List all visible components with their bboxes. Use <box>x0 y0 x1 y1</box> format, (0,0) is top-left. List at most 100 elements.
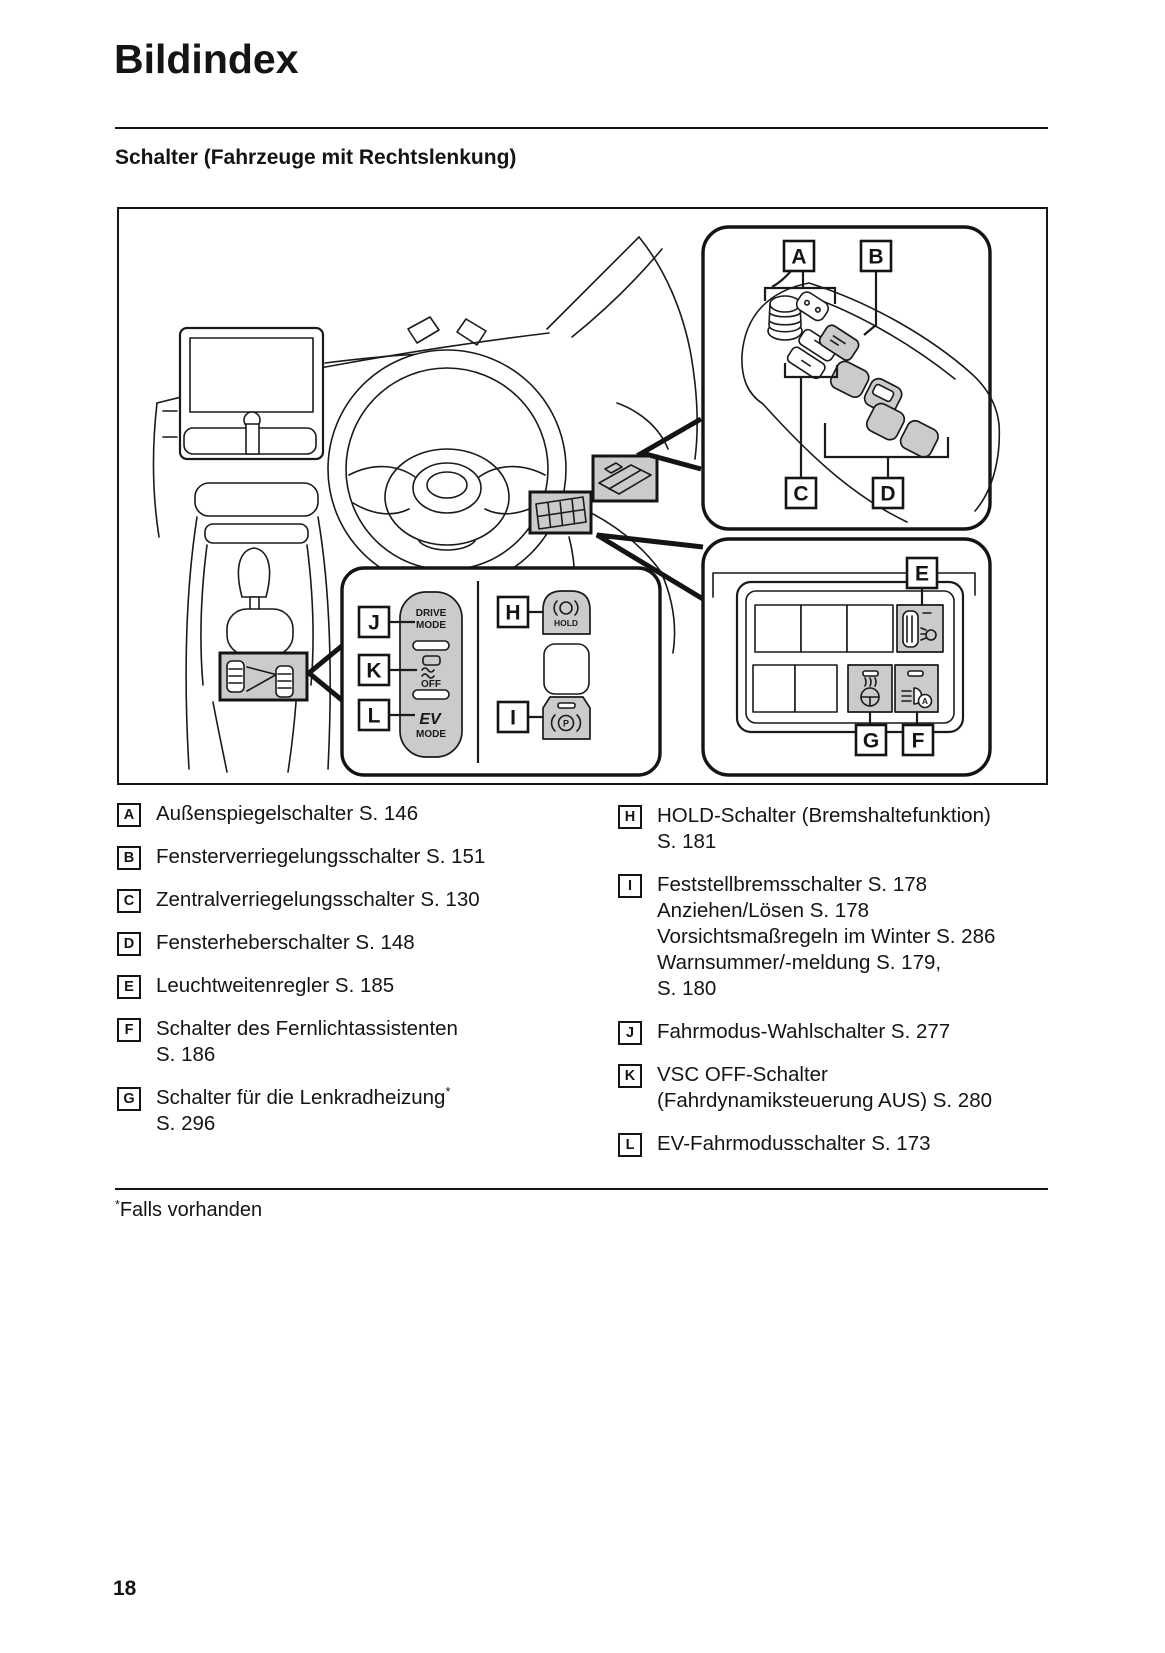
footnote: *Falls vorhanden <box>115 1198 262 1222</box>
arrow-to-door-highlight <box>635 416 703 472</box>
dash-switch-highlight <box>528 490 593 535</box>
callout-a: A <box>782 239 816 273</box>
legend-text: EV-Fahrmodusschalter S. 173 <box>657 1131 1053 1157</box>
window-lock-switch <box>818 324 860 361</box>
heat-waves-icon <box>864 677 877 687</box>
callout-k: K <box>357 653 391 687</box>
hold-button: HOLD <box>542 590 591 635</box>
drive-mode-button: DRIVE MODE <box>416 608 447 631</box>
ev-mode-button: EV MODE <box>416 711 446 740</box>
arrow-to-dash-highlight <box>595 532 705 602</box>
callout-c-bracket <box>783 363 839 478</box>
svg-text:P: P <box>563 719 569 729</box>
legend-line: Vorsichtsmaßregeln im Winter S. 286 <box>657 925 996 948</box>
legend-key-l: L <box>618 1133 642 1157</box>
callout-f: F <box>901 723 935 757</box>
door-panel-inset <box>701 225 1001 531</box>
svg-text:C: C <box>793 483 808 506</box>
dashboard-lineart <box>152 236 698 654</box>
legend-key-c: C <box>117 889 141 913</box>
callout-j: J <box>357 605 391 639</box>
callout-a-connector <box>771 270 805 288</box>
vsc-car-icon <box>422 655 441 666</box>
legend-text: HOLD-Schalter (Bremshaltefunktion)S. 181 <box>657 803 1053 855</box>
leveling-lamp-icon <box>925 629 937 641</box>
callout-c: C <box>784 476 818 510</box>
window-rocker-rear <box>865 402 939 458</box>
stalk-right <box>456 318 487 346</box>
callout-a-bracket <box>763 286 837 304</box>
legend-line: VSC OFF-Schalter <box>657 1063 828 1086</box>
callout-l: L <box>357 698 391 732</box>
callout-e: E <box>905 556 939 590</box>
svg-text:B: B <box>868 246 883 269</box>
legend-line: EV-Fahrmodusschalter S. 173 <box>657 1132 931 1155</box>
legend-text: Schalter für die Lenkradheizung* S. 296 <box>156 1085 582 1137</box>
svg-text:D: D <box>880 483 895 506</box>
legend-text: Zentralverriegelungsschalter S. 130 <box>156 887 582 913</box>
legend-item-c: C Zentralverriegelungsschalter S. 130 <box>117 887 582 913</box>
svg-text:MODE: MODE <box>416 729 446 740</box>
page-title: Bildindex <box>114 36 299 82</box>
gear-shifter-console <box>185 482 331 773</box>
legend-text: VSC OFF-Schalter (Fahrdynamiksteuerung AU… <box>657 1062 1053 1114</box>
callout-d: D <box>871 476 905 510</box>
legend-line: Warnsummer/-meldung S. 179, <box>657 951 942 974</box>
legend-line: (Fahrdynamiksteuerung AUS) S. 280 <box>657 1089 992 1112</box>
svg-text:E: E <box>915 563 929 586</box>
legend-text: Fensterverriegelungsschalter S. 151 <box>156 844 582 870</box>
svg-text:EV: EV <box>419 711 442 728</box>
legend-line: S. 296 <box>156 1112 216 1135</box>
callout-i: I <box>496 700 530 734</box>
parking-brake-switch: P <box>542 696 591 740</box>
infotainment-screen <box>178 326 325 461</box>
mirror-select-switch <box>795 291 829 322</box>
headlight-leveling-switch <box>896 604 944 653</box>
steering-heater-switch <box>847 664 893 713</box>
svg-text:OFF: OFF <box>421 679 441 690</box>
callout-b-connector <box>863 271 878 336</box>
svg-text:F: F <box>912 730 925 753</box>
vsc-skid-icon <box>421 667 435 679</box>
console-buttons-inset: DRIVE MODE OFF EV MODE HOLD <box>340 566 662 777</box>
legend-text: Leuchtweitenregler S. 185 <box>156 973 582 999</box>
svg-text:L: L <box>368 705 381 728</box>
blank-button <box>543 643 590 695</box>
callout-egf-connectors <box>868 588 924 725</box>
legend-text: Außenspiegelschalter S. 146 <box>156 801 582 827</box>
legend-line: Fensterheberschalter S. 148 <box>156 931 415 954</box>
section-subtitle: Schalter (Fahrzeuge mit Rechtslenkung) <box>115 146 517 169</box>
legend-key-j: J <box>618 1021 642 1045</box>
steering-wheel <box>327 316 567 589</box>
legend-line: Feststellbremsschalter S. 178 <box>657 873 928 896</box>
callout-h: H <box>496 595 530 629</box>
drive-mode-pill: DRIVE MODE OFF EV MODE <box>399 591 463 758</box>
beam-lines-icon <box>901 690 912 702</box>
legend-line: HOLD-Schalter (Bremshaltefunktion) <box>657 804 991 827</box>
central-lock-switches <box>786 328 838 380</box>
header-rule <box>115 127 1048 129</box>
footnote-rule <box>115 1188 1048 1190</box>
svg-text:K: K <box>366 660 381 683</box>
auto-highbeam-a-label: A <box>922 696 928 706</box>
legend-line: Schalter für die Lenkradheizung* <box>156 1084 451 1109</box>
legend-line: Zentralverriegelungsschalter S. 130 <box>156 888 480 911</box>
dashboard-diagram: A DRIVE MODE OFF <box>117 207 1048 785</box>
legend-line: Schalter des Fernlichtassistenten <box>156 1017 458 1040</box>
diagram-frame <box>117 207 1048 785</box>
svg-text:DRIVE: DRIVE <box>416 608 447 619</box>
shift-knob <box>237 547 271 598</box>
auto-highbeam-switch: A <box>894 664 939 713</box>
svg-text:MODE: MODE <box>416 620 446 631</box>
svg-text:A: A <box>791 246 806 269</box>
legend-key-d: D <box>117 932 141 956</box>
